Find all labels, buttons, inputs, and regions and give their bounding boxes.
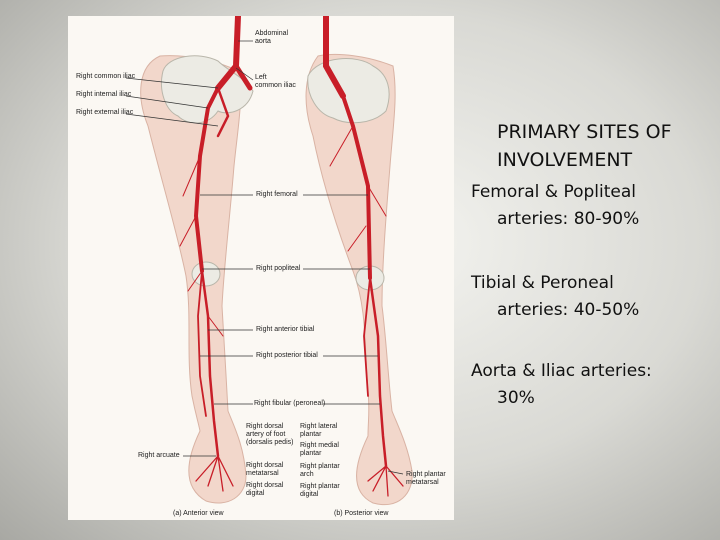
item-line-2: arteries: 40-50% [497, 300, 640, 320]
caption-anterior-view: (a) Anterior view [173, 510, 224, 517]
label-left-common-iliac: Left common iliac [255, 74, 296, 89]
label-right-lateral-plantar: Right lateral plantar [300, 423, 338, 438]
label-right-femoral: Right femoral [256, 191, 298, 198]
label-right-fibular: Right fibular (peroneal) [254, 400, 326, 407]
posterior-arteries [323, 16, 404, 497]
label-right-common-iliac: Right common iliac [76, 73, 136, 80]
title-line-2: INVOLVEMENT [497, 149, 633, 171]
label-right-dorsal-metatarsal: Right dorsal metatarsal [246, 462, 284, 477]
label-right-posterior-tibial: Right posterior tibial [256, 352, 318, 359]
label-right-plantar-metatarsal: Right plantar metatarsal [406, 471, 446, 486]
label-right-popliteal: Right popliteal [256, 265, 301, 272]
item-line-1: Aorta & Iliac arteries: [471, 361, 652, 381]
label-right-medial-plantar: Right medial plantar [300, 442, 339, 457]
label-right-internal-iliac: Right internal iliac [76, 91, 132, 98]
label-abdominal-aorta: Abdominal aorta [255, 30, 289, 45]
label-right-dorsal-artery-of-foot: Right dorsal artery of foot (dorsalis pe… [246, 423, 294, 446]
slide-title: PRIMARY SITES OF INVOLVEMENT [497, 118, 707, 174]
involvement-item-aorta-iliac: Aorta & Iliac arteries: 30% [471, 358, 711, 412]
leg-arteries-illustration [125, 16, 413, 506]
label-right-plantar-digital: Right plantar digital [300, 483, 340, 498]
item-line-1: Femoral & Popliteal [471, 182, 637, 202]
item-line-2: arteries: 80-90% [497, 209, 640, 229]
involvement-item-femoral-popliteal: Femoral & Popliteal arteries: 80-90% [471, 179, 711, 233]
anterior-arteries [179, 16, 253, 492]
caption-posterior-view: (b) Posterior view [334, 510, 389, 517]
label-right-arcuate: Right arcuate [138, 452, 180, 459]
label-right-anterior-tibial: Right anterior tibial [256, 326, 315, 333]
label-right-external-iliac: Right external iliac [76, 109, 134, 116]
anterior-knee [191, 261, 221, 287]
label-right-dorsal-digital: Right dorsal digital [246, 482, 284, 497]
label-right-plantar-arch: Right plantar arch [300, 463, 340, 478]
involvement-item-tibial-peroneal: Tibial & Peroneal arteries: 40-50% [471, 270, 711, 324]
anatomy-figure: Abdominal aorta Right common iliac Left … [68, 16, 454, 520]
item-line-1: Tibial & Peroneal [471, 273, 614, 293]
title-line-1: PRIMARY SITES OF [497, 121, 672, 143]
item-line-2: 30% [497, 388, 535, 408]
leader-lines [125, 40, 404, 475]
